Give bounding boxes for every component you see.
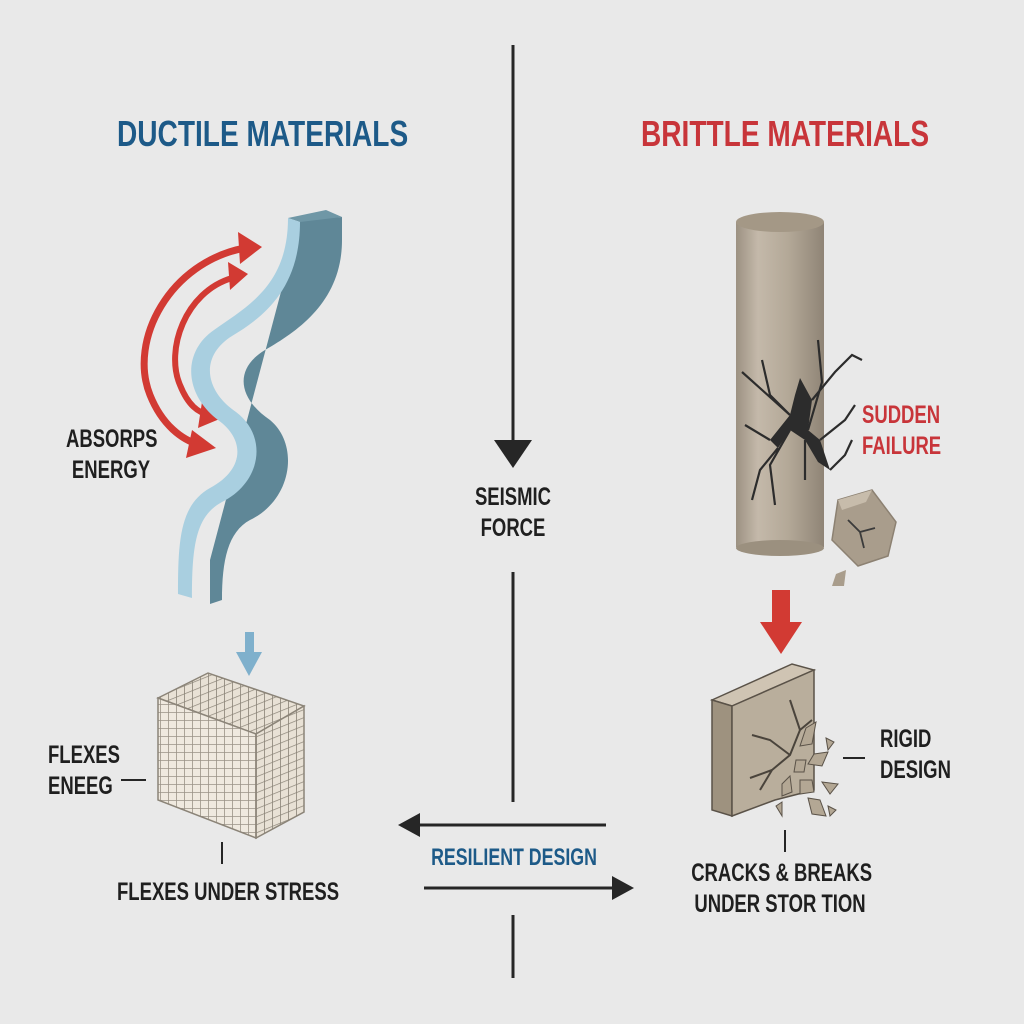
seismic-force-line2: FORCE (480, 514, 546, 542)
cracks-breaks-line1: CRACKS & BREAKS (691, 859, 873, 887)
rigid-design-line1: RIGID (880, 725, 932, 753)
absorbs-energy-line1: ABSORPS (66, 425, 158, 453)
flexes-energy-line2: ENEEG (48, 772, 113, 800)
left-arrow-icon (398, 813, 606, 837)
rigid-design-line2: DESIGN (880, 756, 951, 784)
resilient-design-label: RESILIENT DESIGN (430, 842, 599, 873)
seismic-force-label: SEISMIC FORCE (459, 482, 567, 544)
seismic-force-arrow-icon (494, 440, 532, 468)
absorbs-energy-line2: ENERGY (71, 456, 151, 484)
rigid-design-label: RIGID DESIGN (880, 724, 951, 786)
brittle-title: BRITTLE MATERIALS (641, 113, 930, 154)
absorbs-energy-label: ABSORPS ENERGY (66, 424, 157, 486)
cracks-breaks-caption: CRACKS & BREAKS UNDER STOR TION (691, 858, 873, 920)
resilient-design-text: RESILIENT DESIGN (431, 844, 597, 871)
ductile-title: DUCTILE MATERIALS (117, 113, 409, 154)
seismic-force-line1: SEISMIC (474, 483, 552, 511)
flexes-under-stress-caption: FLEXES UNDER STRESS (117, 878, 340, 906)
sudden-failure-line1: SUDDEN (862, 401, 941, 429)
sudden-failure-label: SUDDEN FAILURE (862, 400, 941, 462)
right-arrow-icon (424, 876, 634, 900)
flexes-energy-line1: FLEXES (48, 741, 120, 769)
flexes-energy-label: FLEXES ENEEG (48, 740, 120, 802)
sudden-failure-line2: FAILURE (862, 432, 942, 460)
cracks-breaks-line2: UNDER STOR TION (694, 890, 866, 918)
